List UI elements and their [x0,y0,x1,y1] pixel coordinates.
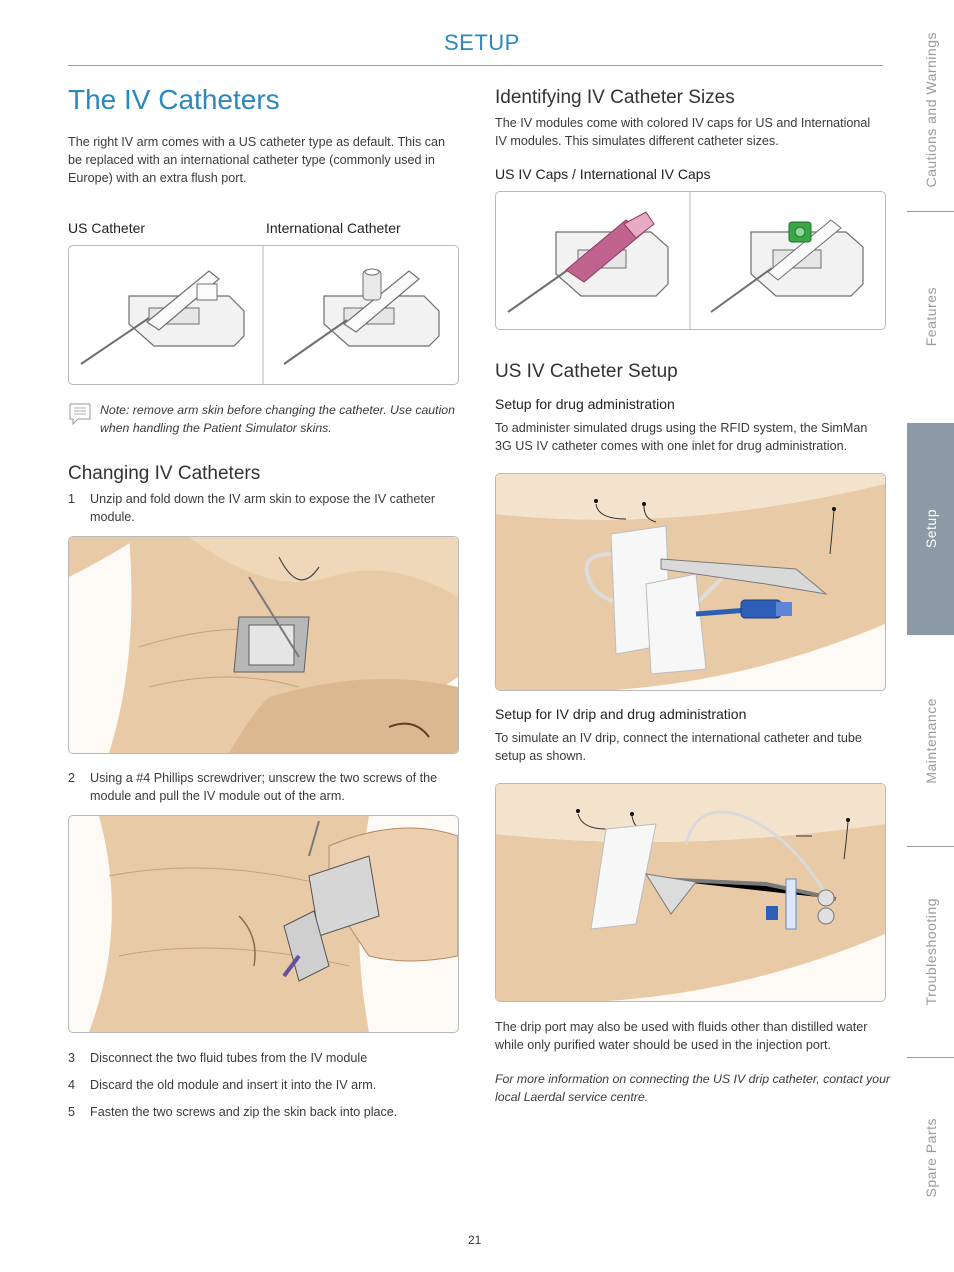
international-catheter-label: International Catheter [266,220,401,236]
section-header: SETUP [444,30,520,55]
side-tab-maintenance[interactable]: Maintenance [922,698,939,784]
drug-setup-title: Setup for drug administration [495,396,675,412]
side-tab-divider [907,1057,954,1058]
note-icon [68,402,92,426]
drug-setup-paragraph: To administer simulated drugs using the … [495,421,868,453]
drip-setup-title: Setup for IV drip and drug administratio… [495,706,747,722]
step-2: 2 Using a #4 Phillips screwdriver; unscr… [68,771,438,803]
drug-setup-illustration [496,474,885,690]
international-iv-cap-illustration [710,219,864,313]
arm-unzipped-figure [68,536,459,754]
drip-port-paragraph: The drip port may also be used with flui… [495,1020,868,1052]
us-iv-cap-illustration [507,211,669,313]
drip-setup-figure [495,783,886,1002]
step-5: 5 Fasten the two screws and zip the skin… [68,1105,398,1119]
step-3: 3 Disconnect the two fluid tubes from th… [68,1051,368,1065]
catheter-types-figure [68,245,459,385]
iv-caps-figure [495,191,886,330]
contact-note: For more information on connecting the U… [495,1072,891,1104]
note-text: Note: remove arm skin before changing th… [100,403,455,435]
changing-section-title: Changing IV Catheters [68,463,261,484]
header-divider [68,65,883,66]
us-catheter-illustration [80,270,245,365]
side-tab-cautions-and-warnings[interactable]: Cautions and Warnings [922,32,939,188]
caps-label: US IV Caps / International IV Caps [495,166,711,182]
side-tab-spare-parts[interactable]: Spare Parts [922,1118,939,1198]
catheter-types-illustration [80,246,440,384]
side-tab-divider [907,846,954,847]
arm-unzipped-illustration [69,537,458,753]
us-catheter-label: US Catheter [68,220,146,236]
drip-setup-illustration [496,784,885,1001]
step-4: 4 Discard the old module and insert it i… [68,1078,377,1092]
international-catheter-illustration [283,268,440,365]
sizes-section-title: Identifying IV Catheter Sizes [495,87,735,108]
side-tab-divider [907,211,954,212]
remove-module-figure [68,815,459,1033]
page-title: The IV Catheters [68,84,280,115]
drip-setup-paragraph: To simulate an IV drip, connect the inte… [495,731,862,763]
side-tab-troubleshooting[interactable]: Troubleshooting [922,898,939,1006]
iv-caps-illustration [507,192,864,329]
intro-paragraph: The right IV arm comes with a US cathete… [68,135,446,185]
sizes-paragraph: The IV modules come with colored IV caps… [495,116,871,148]
drug-setup-figure [495,473,886,691]
step-1: 1 Unzip and fold down the IV arm skin to… [68,492,436,524]
page-number: 21 [468,1233,482,1247]
side-tab-features[interactable]: Features [922,287,939,347]
setup-section-title: US IV Catheter Setup [495,361,678,382]
side-tab-setup[interactable]: Setup [907,423,954,635]
remove-module-illustration [89,816,458,1032]
